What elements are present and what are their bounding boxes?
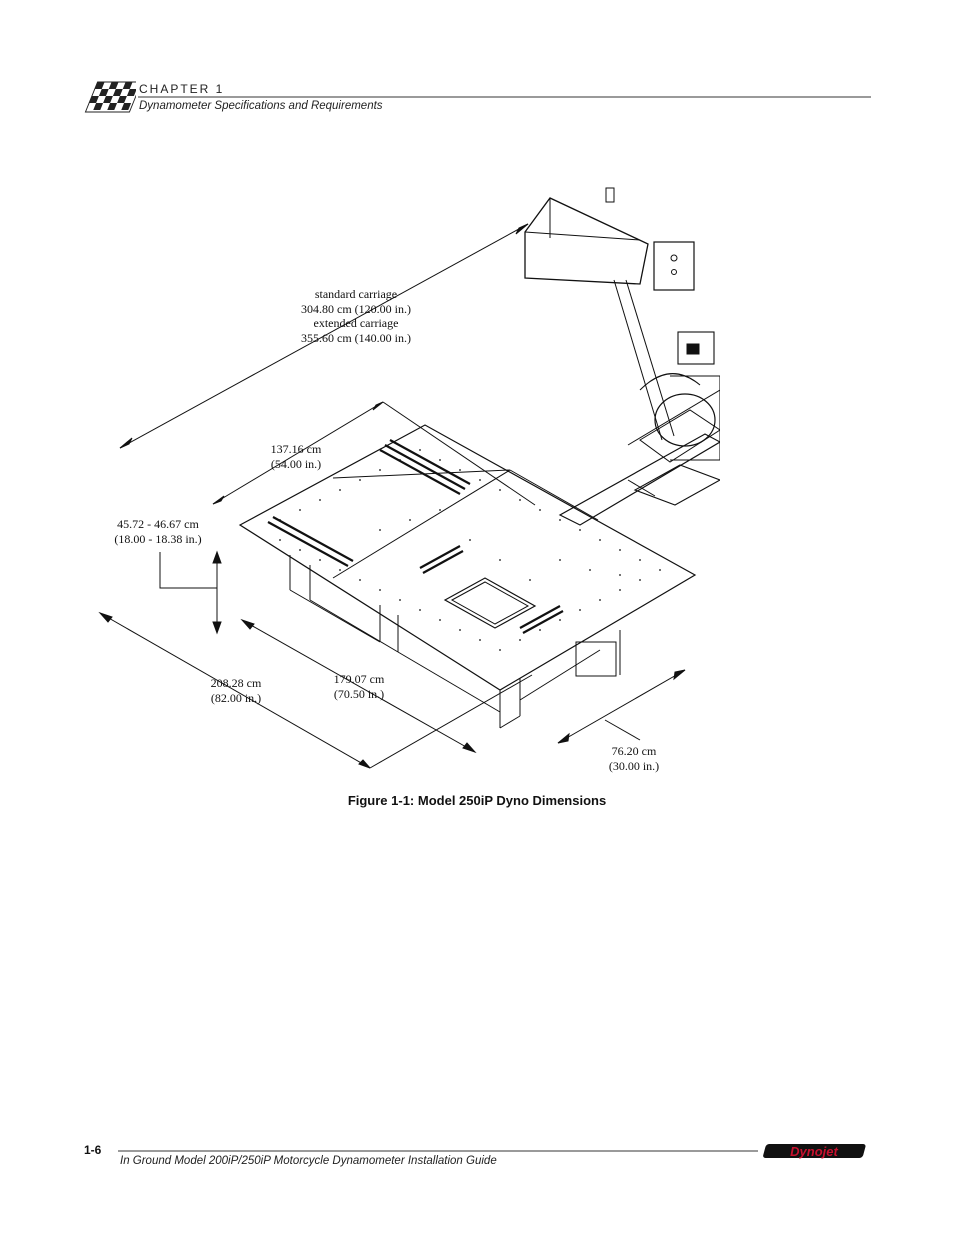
dyno-dimensions-diagram — [80, 180, 722, 780]
depth-in: (54.00 in.) — [270, 456, 322, 471]
height-dimension-label: 45.72 - 46.67 cm (18.00 - 18.38 in.) — [98, 517, 218, 546]
dynojet-logo: Dynojet — [762, 1141, 866, 1161]
length-cm: 208.28 cm — [210, 676, 262, 690]
footer-rule — [118, 1150, 758, 1152]
figure-caption: Figure 1-1: Model 250iP Dyno Dimensions — [347, 793, 607, 808]
carriage-standard-value: 304.80 cm (120.00 in.) — [301, 301, 411, 316]
chapter-subtitle: Dynamometer Specifications and Requireme… — [139, 100, 383, 112]
width-in: (30.00 in.) — [608, 758, 660, 773]
width-dimension-label: 76.20 cm (30.00 in.) — [584, 744, 684, 773]
carriage-standard-text: standard carriage — [314, 287, 398, 301]
carriage-extended-text: extended carriage — [313, 316, 399, 330]
width-cm: 76.20 cm — [611, 744, 657, 758]
depth-dimension-label: 137.16 cm (54.00 in.) — [246, 442, 346, 471]
footer-document-title: In Ground Model 200iP/250iP Motorcycle D… — [120, 1155, 497, 1167]
depth-cm: 137.16 cm — [270, 442, 322, 456]
frame-cm: 179.07 cm — [333, 672, 385, 686]
length-dimension-label: 208.28 cm (82.00 in.) — [186, 676, 286, 705]
page-number: 1-6 — [84, 1143, 102, 1157]
height-cm: 45.72 - 46.67 cm — [117, 517, 199, 531]
logo-text: Dynojet — [790, 1144, 838, 1159]
frame-in: (70.50 in.) — [333, 686, 385, 701]
frame-dimension-label: 179.07 cm (70.50 in.) — [309, 672, 409, 701]
carriage-extended-value: 355.60 cm (140.00 in.) — [301, 330, 411, 345]
carriage-length-label: standard carriage 304.80 cm (120.00 in.)… — [276, 287, 436, 345]
checkered-flag-icon — [80, 76, 143, 120]
chapter-label: CHAPTER 1 — [139, 82, 225, 96]
length-in: (82.00 in.) — [210, 690, 262, 705]
header-rule — [138, 96, 871, 98]
height-in: (18.00 - 18.38 in.) — [114, 531, 202, 546]
